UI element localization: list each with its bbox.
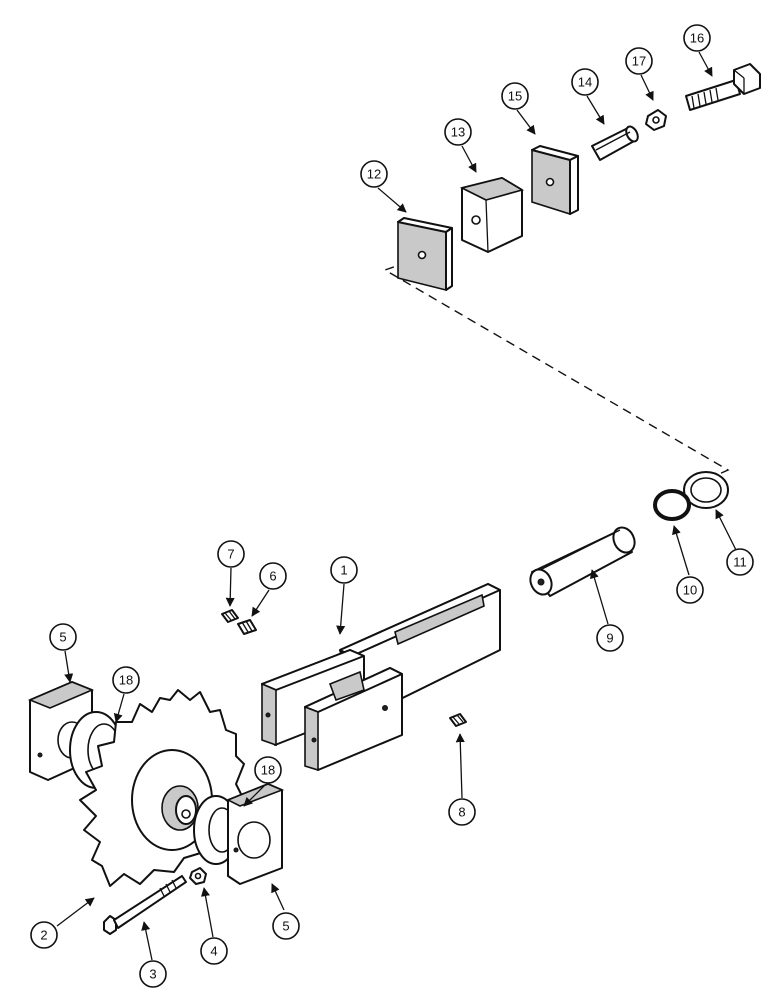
- callout-16: 16: [683, 24, 711, 52]
- assembly-dashed-line: [383, 261, 730, 479]
- svg-text:17: 17: [632, 54, 646, 69]
- svg-text:8: 8: [458, 805, 465, 820]
- callout-1: 1: [330, 556, 358, 584]
- callout-10: 10: [676, 576, 704, 604]
- ring-part-11: [683, 471, 729, 509]
- nut-part-4: [189, 867, 207, 885]
- svg-text:14: 14: [578, 75, 592, 90]
- svg-text:3: 3: [149, 967, 156, 982]
- svg-text:15: 15: [508, 89, 522, 104]
- svg-text:4: 4: [210, 944, 217, 959]
- callout-14: 14: [571, 68, 599, 96]
- callout-12: 12: [360, 160, 388, 188]
- callout-7: 7: [217, 540, 245, 568]
- block-part-13: [459, 177, 525, 253]
- svg-text:11: 11: [733, 555, 747, 570]
- svg-text:18: 18: [119, 673, 133, 688]
- screw-part-8: [449, 713, 467, 727]
- screw-part-7: [221, 609, 239, 623]
- nut-part-17: [645, 109, 667, 131]
- callout-8: 8: [448, 798, 476, 826]
- callout-15: 15: [501, 82, 529, 110]
- callout-6: 6: [259, 562, 287, 590]
- svg-text:12: 12: [367, 167, 381, 182]
- pin-part-14: [591, 125, 639, 161]
- flange-part-5-right: [226, 783, 285, 885]
- callout-9: 9: [596, 624, 624, 652]
- yoke-part-1: [261, 583, 501, 772]
- callout-3: 3: [139, 960, 167, 988]
- callout-leaders: [56, 51, 737, 961]
- callout-5-left: 5: [49, 623, 77, 651]
- callout-2: 2: [30, 921, 58, 949]
- svg-text:10: 10: [683, 583, 697, 598]
- plate-part-15: [531, 145, 579, 216]
- svg-text:6: 6: [269, 569, 276, 584]
- svg-text:5: 5: [59, 630, 66, 645]
- svg-text:9: 9: [606, 631, 613, 646]
- callout-18-right: 18: [254, 756, 282, 784]
- oring-part-10: [653, 489, 691, 521]
- bolt-part-16: [685, 63, 761, 111]
- callout-11: 11: [726, 548, 754, 576]
- svg-text:1: 1: [340, 563, 347, 578]
- svg-text:2: 2: [40, 928, 47, 943]
- callout-4: 4: [200, 937, 228, 965]
- callout-5-right: 5: [272, 912, 300, 940]
- bolt-part-3: [103, 875, 187, 935]
- callout-13: 13: [444, 118, 472, 146]
- svg-text:16: 16: [690, 31, 704, 46]
- plate-part-12: [397, 217, 453, 292]
- svg-text:18: 18: [261, 763, 275, 778]
- callout-17: 17: [625, 47, 653, 75]
- fitting-part-6: [237, 619, 257, 635]
- callout-18-left: 18: [112, 666, 140, 694]
- svg-text:13: 13: [451, 125, 465, 140]
- svg-text:7: 7: [227, 547, 234, 562]
- svg-text:5: 5: [282, 919, 289, 934]
- tube-part-9: [529, 526, 636, 597]
